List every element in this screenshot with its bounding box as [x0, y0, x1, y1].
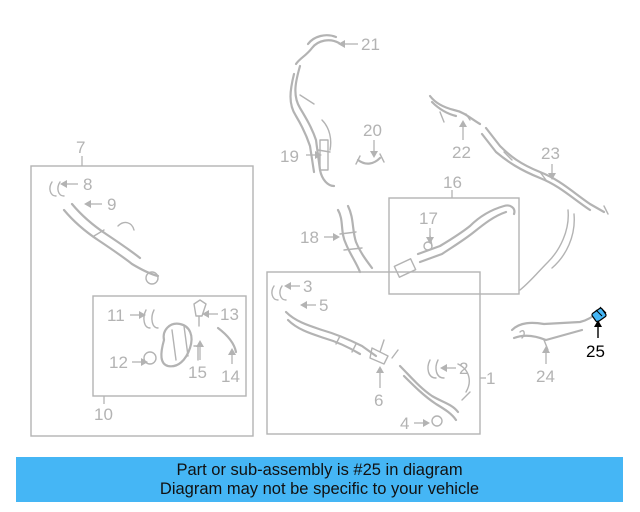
- callout-8: 8: [83, 175, 92, 194]
- callout-22: 22: [452, 143, 471, 162]
- callout-12: 12: [109, 353, 128, 372]
- part-3-clamp: [271, 285, 287, 301]
- part-14-hose: [216, 326, 238, 354]
- part-8-clamp: [49, 181, 65, 197]
- group-box-16: [388, 197, 520, 295]
- callout-3: 3: [303, 277, 312, 296]
- callout-4: 4: [400, 414, 409, 433]
- part-13-sensor: [193, 299, 207, 327]
- part-25-highlighted: [591, 306, 607, 323]
- part-2-clamp: [427, 359, 445, 379]
- part-12-oring: [143, 351, 157, 365]
- group-box-7: [30, 165, 254, 437]
- callout-1: 1: [486, 369, 495, 388]
- callout-24: 24: [536, 367, 555, 386]
- callout-23: 23: [541, 144, 560, 163]
- group-box-1: [266, 271, 481, 435]
- part-20-hose: [355, 153, 385, 165]
- part-23-pipe: [480, 126, 609, 291]
- group-box-10: [92, 295, 247, 397]
- banner-line-1: Part or sub-assembly is #25 in diagram: [176, 461, 463, 479]
- callout-9: 9: [107, 195, 116, 214]
- info-banner: Part or sub-assembly is #25 in diagram D…: [16, 457, 623, 502]
- callout-25: 25: [586, 342, 605, 361]
- callout-5: 5: [319, 296, 328, 315]
- callout-21: 21: [361, 35, 380, 54]
- part-22-hose: [428, 94, 482, 126]
- part-1-hose: [398, 363, 471, 422]
- part-18-hose: [336, 204, 374, 274]
- part-19-pipe: [289, 64, 336, 188]
- callout-17: 17: [419, 209, 438, 228]
- part-4-clamp: [431, 415, 443, 427]
- part-11-clamp: [143, 309, 159, 329]
- part-9-hose: [62, 202, 160, 285]
- part-6-fitting: [369, 339, 399, 365]
- callout-11: 11: [107, 306, 125, 325]
- part-15-plug: [193, 345, 203, 361]
- callout-6: 6: [374, 391, 383, 410]
- callout-18: 18: [300, 228, 319, 247]
- part-housing: [160, 322, 193, 368]
- callout-19: 19: [280, 147, 299, 166]
- callout-7: 7: [76, 138, 85, 157]
- part-17-connector: [393, 204, 516, 278]
- callout-2: 2: [459, 359, 468, 378]
- leader-lines: [60, 40, 602, 427]
- part-5-hose: [284, 310, 378, 358]
- callout-labels: 21 19 20 22 23 18 16 17 7 8 9 3 5 6 2 1 …: [76, 35, 605, 433]
- callout-15: 15: [188, 363, 207, 382]
- part-21-hose: [294, 34, 341, 66]
- callout-16: 16: [443, 173, 462, 192]
- callout-10: 10: [94, 405, 113, 424]
- banner-line-2: Diagram may not be specific to your vehi…: [159, 480, 480, 498]
- callout-20: 20: [363, 121, 382, 140]
- callout-13: 13: [220, 305, 239, 324]
- callout-14: 14: [221, 367, 240, 386]
